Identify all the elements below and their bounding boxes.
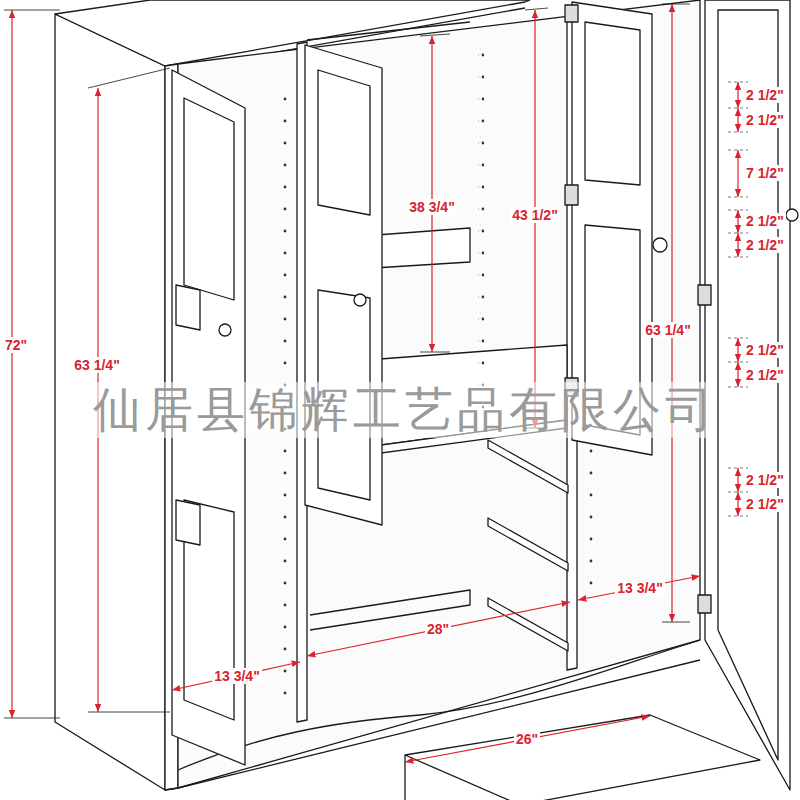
dimension-line	[578, 576, 700, 600]
dimension-label: 13 3/4"	[615, 580, 665, 596]
dimension-line	[737, 468, 738, 492]
dimension-label: 28"	[425, 621, 451, 637]
door-middle	[305, 45, 382, 525]
watermark: 仙居县锦辉工艺品有限公司	[93, 382, 717, 437]
dimension-label: 2 1/2"	[744, 237, 786, 253]
dimension-line	[737, 108, 738, 132]
dimension-line	[405, 716, 650, 762]
dimension-label: 7 1/2"	[744, 165, 786, 181]
door-knob	[354, 294, 366, 306]
drawer-slide	[488, 598, 568, 651]
base-apron	[178, 640, 700, 770]
door-panel	[585, 22, 640, 435]
hinge	[565, 5, 711, 613]
dimension-label: 2 1/2"	[744, 496, 786, 512]
pin-holes	[478, 40, 484, 420]
dimension-label: 63 1/4"	[72, 357, 122, 373]
dimension-label: 72"	[3, 337, 29, 353]
extension-line	[4, 4, 690, 718]
dimension-line	[737, 362, 738, 387]
drawer-slide	[488, 518, 568, 571]
dimension-label: 2 1/2"	[744, 472, 786, 488]
dimension-label: 2 1/2"	[744, 213, 786, 229]
door-knob	[786, 209, 798, 221]
dimension-line	[737, 82, 738, 108]
dimension-label: 63 1/4"	[643, 322, 693, 338]
dimension-tick	[728, 82, 748, 516]
dimension-line	[737, 150, 738, 197]
dimension-line	[737, 338, 738, 362]
dimension-line	[737, 233, 738, 257]
dimension-label: 26"	[514, 731, 540, 747]
dimension-line	[11, 10, 12, 718]
dimension-label: 2 1/2"	[744, 367, 786, 383]
dimension-line	[737, 210, 738, 233]
top-rail	[307, 22, 470, 40]
loose-drawer	[405, 715, 760, 800]
dimension-label: 2 1/2"	[744, 112, 786, 128]
dimension-line	[172, 662, 300, 690]
dimension-label: 38 3/4"	[407, 199, 457, 215]
door-knob	[219, 324, 231, 336]
drawer-slide	[488, 440, 568, 493]
dimension-line	[307, 602, 570, 656]
dimension-line	[431, 36, 432, 352]
dimension-line	[671, 4, 672, 622]
door-far-right	[705, 0, 790, 790]
dimension-label: 2 1/2"	[744, 87, 786, 103]
dimension-label: 13 3/4"	[212, 668, 262, 684]
dimension-label: 43 1/2"	[510, 207, 560, 223]
dimension-label: 2 1/2"	[744, 342, 786, 358]
door-knob	[653, 238, 667, 252]
dimension-line	[737, 492, 738, 516]
